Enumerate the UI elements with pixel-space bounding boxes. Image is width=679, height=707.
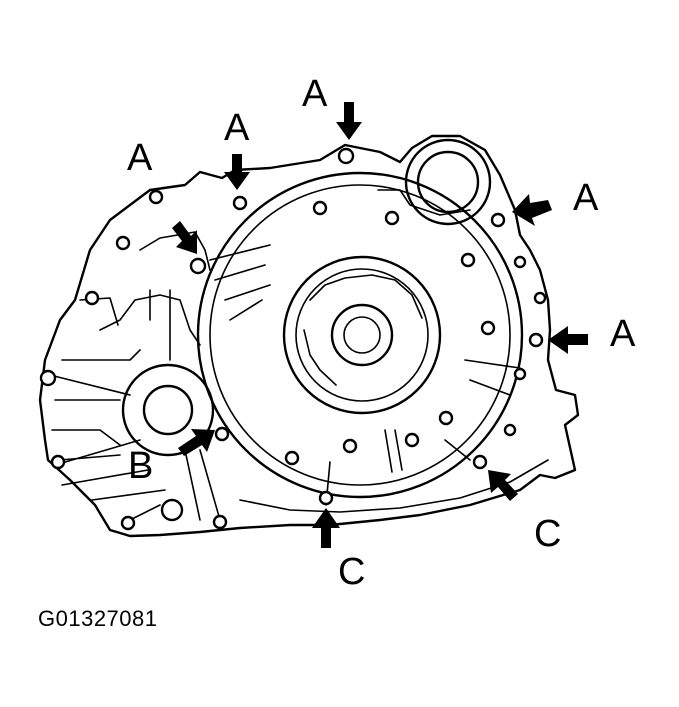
bolt-hole — [528, 332, 544, 348]
callout-label-c: C — [338, 551, 365, 593]
arrow-up-right-icon — [178, 429, 215, 456]
bolt-holes — [39, 147, 547, 531]
bolt-hole — [39, 369, 57, 387]
bolt-hole — [513, 367, 527, 381]
bolt-hole — [50, 454, 66, 470]
bolt-hole — [189, 257, 207, 275]
hub-core — [343, 316, 381, 354]
callout-label-c: C — [534, 513, 561, 555]
bolt-hole — [384, 210, 400, 226]
hub-inner — [330, 303, 394, 367]
callout-label-a: A — [302, 73, 328, 115]
bolt-hole — [503, 423, 517, 437]
valve-body — [51, 231, 211, 446]
figure-caption: G01327081 — [38, 606, 158, 631]
bolt-hole — [84, 290, 100, 306]
bolt-hole — [460, 252, 476, 268]
bolt-hole — [404, 432, 420, 448]
bolt-hole — [438, 410, 454, 426]
bolt-hole — [312, 200, 328, 216]
bolt-hole — [214, 426, 230, 442]
bolt-hole — [212, 514, 228, 530]
bolt-hole — [115, 235, 131, 251]
arrow-up-icon — [312, 508, 340, 548]
bell-housing-ring-inner — [209, 184, 511, 486]
callout-label-a: A — [610, 313, 636, 355]
bolt-hole — [533, 291, 547, 305]
bolt-hole — [232, 195, 248, 211]
arrow-down-icon — [224, 154, 250, 190]
arrow-up-left-icon — [488, 470, 518, 501]
hub-outer — [282, 255, 442, 415]
bolt-hole — [490, 212, 506, 228]
arrow-down-right-icon — [172, 221, 197, 254]
hub-spline — [303, 274, 423, 386]
callout-label-a: A — [127, 137, 153, 179]
arrow-left-icon — [512, 194, 552, 226]
shaft-bore-inner — [142, 384, 194, 436]
callout-label-a: A — [573, 177, 599, 219]
arrow-down-icon — [336, 102, 362, 140]
bolt-hole — [342, 438, 358, 454]
bolt-hole — [120, 515, 136, 531]
callout-label-b: B — [128, 445, 153, 487]
bolt-hole — [472, 454, 488, 470]
pump-ring-outer — [404, 138, 492, 226]
pump-flange — [377, 189, 471, 216]
bolt-hole — [148, 189, 164, 205]
bolt-hole — [513, 255, 527, 269]
bell-housing-ring-outer — [196, 171, 524, 499]
bolt-hole — [337, 147, 355, 165]
bolt-hole — [160, 498, 184, 522]
shaft-bore-outer — [121, 363, 215, 457]
bolt-hole — [318, 490, 334, 506]
callout-label-a: A — [224, 107, 250, 149]
bell-ribs — [209, 244, 521, 506]
callout-arrows — [172, 102, 588, 548]
case-ribs — [49, 374, 221, 521]
bolt-hole — [284, 450, 300, 466]
hub-mid — [295, 268, 429, 402]
pump-ring-inner — [416, 150, 480, 214]
lower-flange — [239, 459, 549, 513]
bolt-hole — [480, 320, 496, 336]
arrow-left-icon — [548, 326, 588, 354]
